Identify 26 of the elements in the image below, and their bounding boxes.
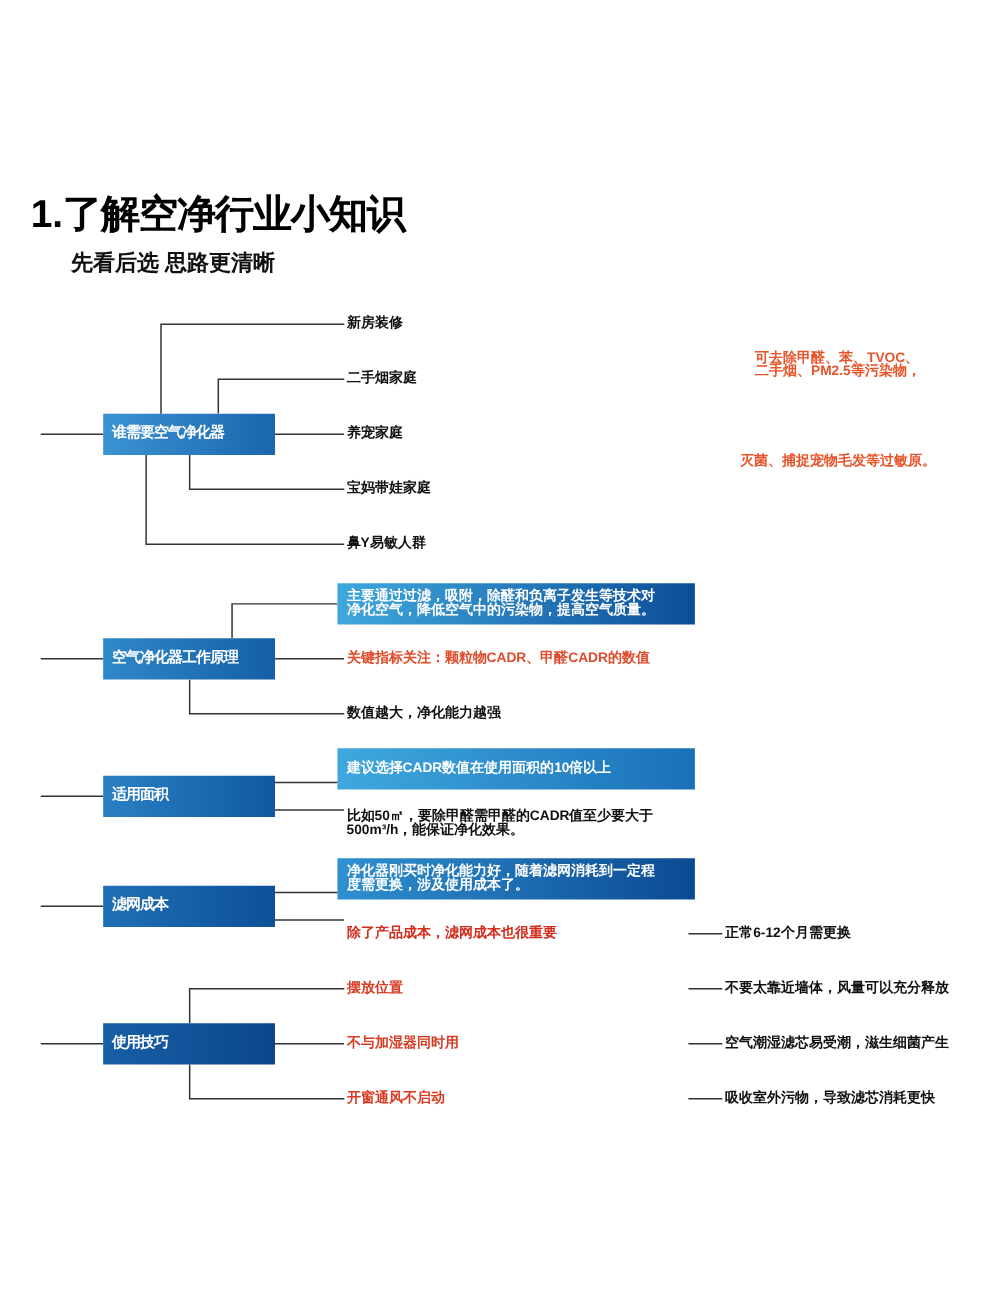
connector xyxy=(188,1063,346,1100)
diagram-title: 1.了解空净行业小知识 xyxy=(30,193,406,238)
connector xyxy=(217,378,345,415)
connector xyxy=(274,919,345,921)
connector xyxy=(274,1043,345,1045)
connector xyxy=(687,933,724,935)
connector xyxy=(687,1098,724,1100)
connector xyxy=(40,433,104,436)
connector xyxy=(188,988,346,1024)
connector xyxy=(40,905,104,908)
connector xyxy=(274,433,345,436)
connector xyxy=(274,658,345,660)
connector xyxy=(231,603,339,639)
connector xyxy=(274,809,345,811)
connector xyxy=(40,1043,104,1045)
connector xyxy=(160,323,346,415)
connector xyxy=(40,795,104,798)
label: 先看后选 思路更清晰 xyxy=(71,251,276,276)
connector xyxy=(188,678,346,715)
connector xyxy=(145,454,345,546)
connector xyxy=(274,891,339,894)
connector xyxy=(687,988,724,990)
connector xyxy=(687,1043,724,1045)
connector xyxy=(188,454,346,491)
connector xyxy=(40,658,104,660)
connector xyxy=(274,781,339,784)
